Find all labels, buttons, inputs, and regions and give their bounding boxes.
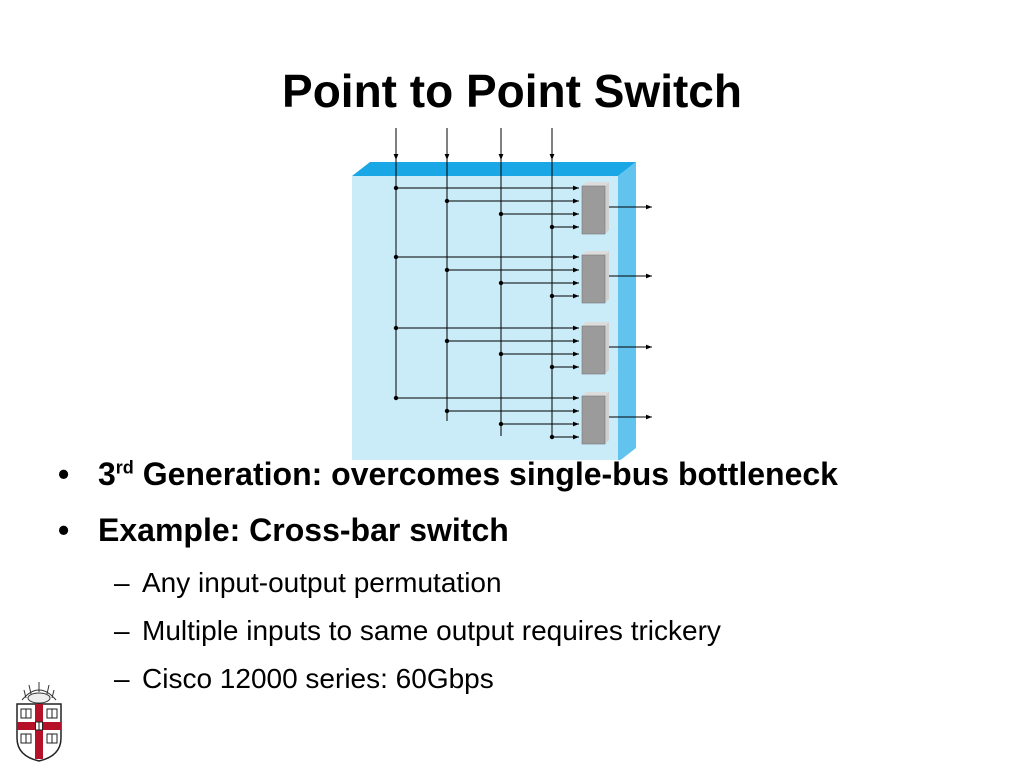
crosspoint-dot <box>498 211 504 217</box>
sub-bullet-text: Multiple inputs to same output requires … <box>142 615 721 646</box>
sub-bullet-marker: – <box>114 567 130 598</box>
crosspoint-dot <box>549 434 555 440</box>
sub-bullet-text: Any input-output permutation <box>142 567 502 598</box>
page-title: Point to Point Switch <box>282 65 742 117</box>
crosspoint-dot <box>393 325 399 331</box>
crosspoint-dot <box>498 421 504 427</box>
bullet-text: Example: Cross-bar switch <box>98 512 509 548</box>
panel-front <box>352 176 618 460</box>
bullet-marker: • <box>58 456 70 492</box>
bullet-list: • 3rd Generation: overcomes single-bus bo… <box>58 452 918 696</box>
crosspoint-dot <box>444 408 450 414</box>
bullet-superscript: rd <box>115 457 134 478</box>
crosspoint-dot <box>498 351 504 357</box>
crosspoint-dot <box>444 198 450 204</box>
output-block-side <box>605 251 609 303</box>
crosspoint-dot <box>393 254 399 260</box>
crest-sun-icon <box>21 682 57 704</box>
bullet-item: • Example: Cross-bar switch <box>58 508 918 552</box>
sub-bullet-marker: – <box>114 615 130 646</box>
crosspoint-dot <box>444 267 450 273</box>
output-block-side <box>605 182 609 234</box>
output-block <box>581 185 606 235</box>
crosspoint-dot <box>498 280 504 286</box>
output-block <box>581 395 606 445</box>
bullet-marker: • <box>58 512 70 548</box>
output-block-top <box>582 251 609 255</box>
output-block <box>581 325 606 375</box>
bullet-text-prefix: 3 <box>98 456 116 492</box>
output-block-top <box>582 392 609 396</box>
bullet-text: Generation: overcomes single-bus bottlen… <box>133 456 838 492</box>
crosspoint-dot <box>393 185 399 191</box>
bullet-item: • 3rd Generation: overcomes single-bus bo… <box>58 452 918 496</box>
crosspoint-dot <box>549 293 555 299</box>
crosspoint-dot <box>549 224 555 230</box>
sub-bullet-marker: – <box>114 663 130 694</box>
output-block-side <box>605 392 609 444</box>
output-block-side <box>605 322 609 374</box>
crosspoint-dot <box>444 338 450 344</box>
sub-bullet-item: –Any input-output permutation <box>58 566 918 600</box>
crosspoint-dot <box>549 364 555 370</box>
output-block-top <box>582 322 609 326</box>
sub-bullet-item: –Cisco 12000 series: 60Gbps <box>58 662 918 696</box>
panel-top <box>352 162 636 176</box>
output-block-top <box>582 182 609 186</box>
shield-crest-logo <box>16 682 62 762</box>
crosspoint-dot <box>393 395 399 401</box>
crossbar-switch-diagram <box>352 128 652 460</box>
sub-bullet-text: Cisco 12000 series: 60Gbps <box>142 663 494 694</box>
panel-side <box>618 162 636 460</box>
output-block <box>581 254 606 304</box>
sub-bullet-item: –Multiple inputs to same output requires… <box>58 614 918 648</box>
